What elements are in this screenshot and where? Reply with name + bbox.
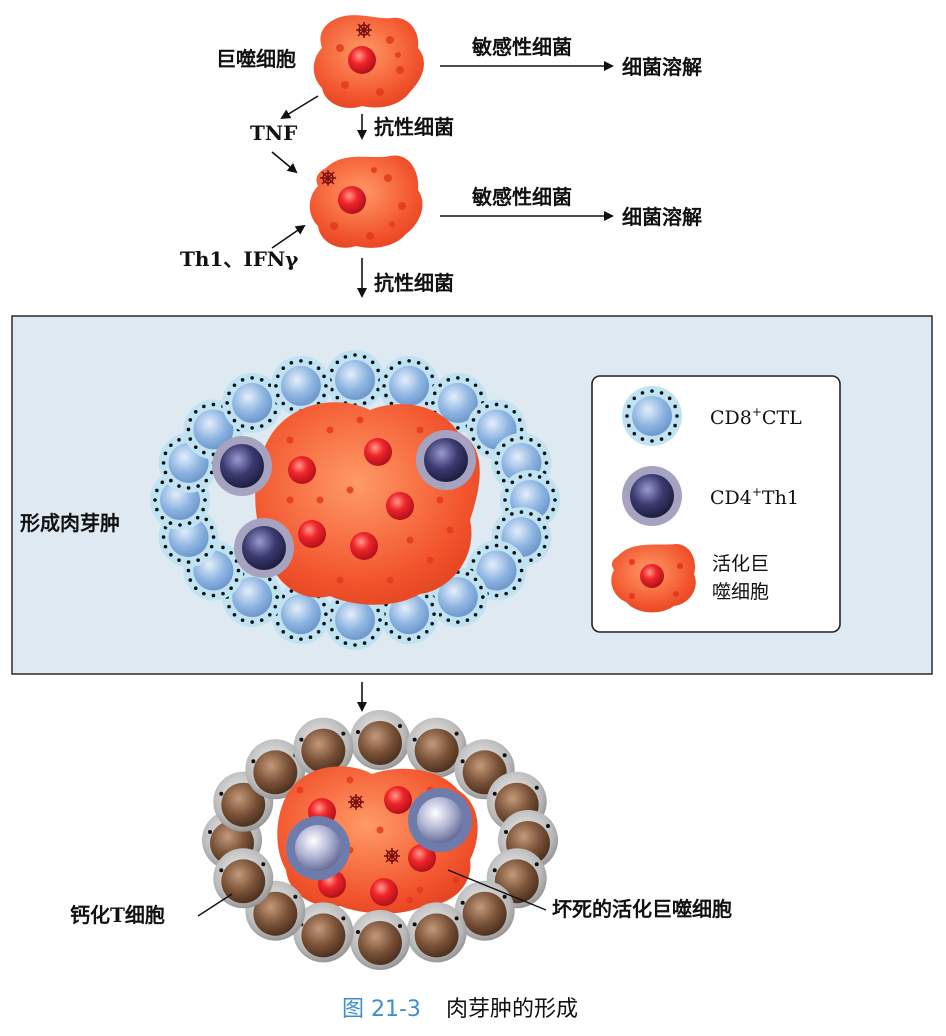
arrow-th1-to-macrophage	[271, 224, 306, 249]
arrow-tnf-to-macrophage	[271, 151, 298, 174]
macrophage-label: 巨噬细胞	[216, 47, 296, 71]
nucleus	[386, 492, 414, 520]
calcified-t-cell	[245, 739, 306, 800]
ctl-cell	[325, 350, 385, 410]
legend: CD8+CTL CD4+Th1 活化巨 噬细胞	[591, 375, 841, 633]
calcified-granuloma	[202, 710, 558, 970]
necrotic-pointer	[447, 869, 547, 911]
th1-cell	[212, 436, 272, 496]
calcified-pointer	[197, 893, 233, 917]
nucleus	[338, 186, 366, 214]
arrow-to-tnf	[280, 95, 319, 120]
nucleus	[298, 520, 326, 548]
form-granuloma-label: 形成肉芽肿	[20, 511, 120, 535]
calcified-t-cell	[293, 902, 354, 963]
macrophage-cell-2	[309, 155, 423, 248]
nucleus	[288, 456, 316, 484]
ctl-ring	[150, 350, 560, 650]
sensitive-bacteria-label-1: 敏感性细菌	[471, 35, 572, 59]
bacterium-icon	[320, 170, 336, 186]
granuloma	[150, 350, 560, 650]
calcified-t-cell	[350, 910, 410, 970]
legend-th1-icon	[622, 466, 682, 526]
bacterium-icon	[384, 848, 400, 864]
calcified-t-cell	[406, 902, 467, 963]
ctl-cell	[270, 355, 331, 416]
calcified-t-cell	[293, 717, 354, 778]
sensitive-bacteria-label-2: 敏感性细菌	[471, 185, 572, 209]
figure-title: 肉芽肿的形成	[446, 997, 578, 1022]
legend-macrophage-icon	[611, 544, 696, 613]
macrophage-cell-1	[313, 15, 424, 108]
legend-th1-label: CD4+Th1	[710, 485, 799, 509]
legend-ctl-icon	[622, 386, 682, 446]
nucleus	[364, 438, 392, 466]
calcified-ring-front	[213, 848, 547, 970]
calcified-t-cell-label: 钙化T细胞	[70, 903, 165, 927]
th1-ifn-label: Th1、IFNγ	[180, 247, 299, 271]
resistant-bacteria-label-2: 抗性细菌	[374, 271, 454, 295]
legend-ctl-label: CD8+CTL	[710, 405, 802, 429]
nucleus	[348, 46, 376, 74]
necrotic-macrophage-label: 坏死的活化巨噬细胞	[552, 897, 732, 921]
calcified-t-cell	[406, 717, 467, 778]
ctl-cell	[270, 584, 331, 645]
ctl-cell	[325, 590, 385, 650]
calcified-t-cell	[213, 848, 274, 909]
ctl-cell	[222, 372, 283, 433]
tnf-label: TNF	[250, 121, 297, 145]
bacterium-icon	[348, 794, 364, 810]
figure-number: 图 21-3	[342, 997, 421, 1022]
legend-activated-line2: 噬细胞	[712, 581, 769, 603]
calcified-t-cell	[454, 880, 515, 941]
th1-cell	[416, 430, 476, 490]
bacterium-icon	[356, 22, 372, 38]
bacteria-lysis-label-1: 细菌溶解	[622, 55, 702, 79]
th1-cell-light	[286, 816, 350, 880]
th1-cell-light	[408, 788, 472, 852]
legend-activated-line1: 活化巨	[712, 553, 769, 575]
th1-cell	[234, 518, 294, 578]
nucleus	[350, 532, 378, 560]
calcified-t-cell	[350, 710, 410, 770]
bacteria-lysis-label-2: 细菌溶解	[622, 205, 702, 229]
ctl-cell	[379, 355, 440, 416]
resistant-bacteria-label-1: 抗性细菌	[374, 115, 454, 139]
